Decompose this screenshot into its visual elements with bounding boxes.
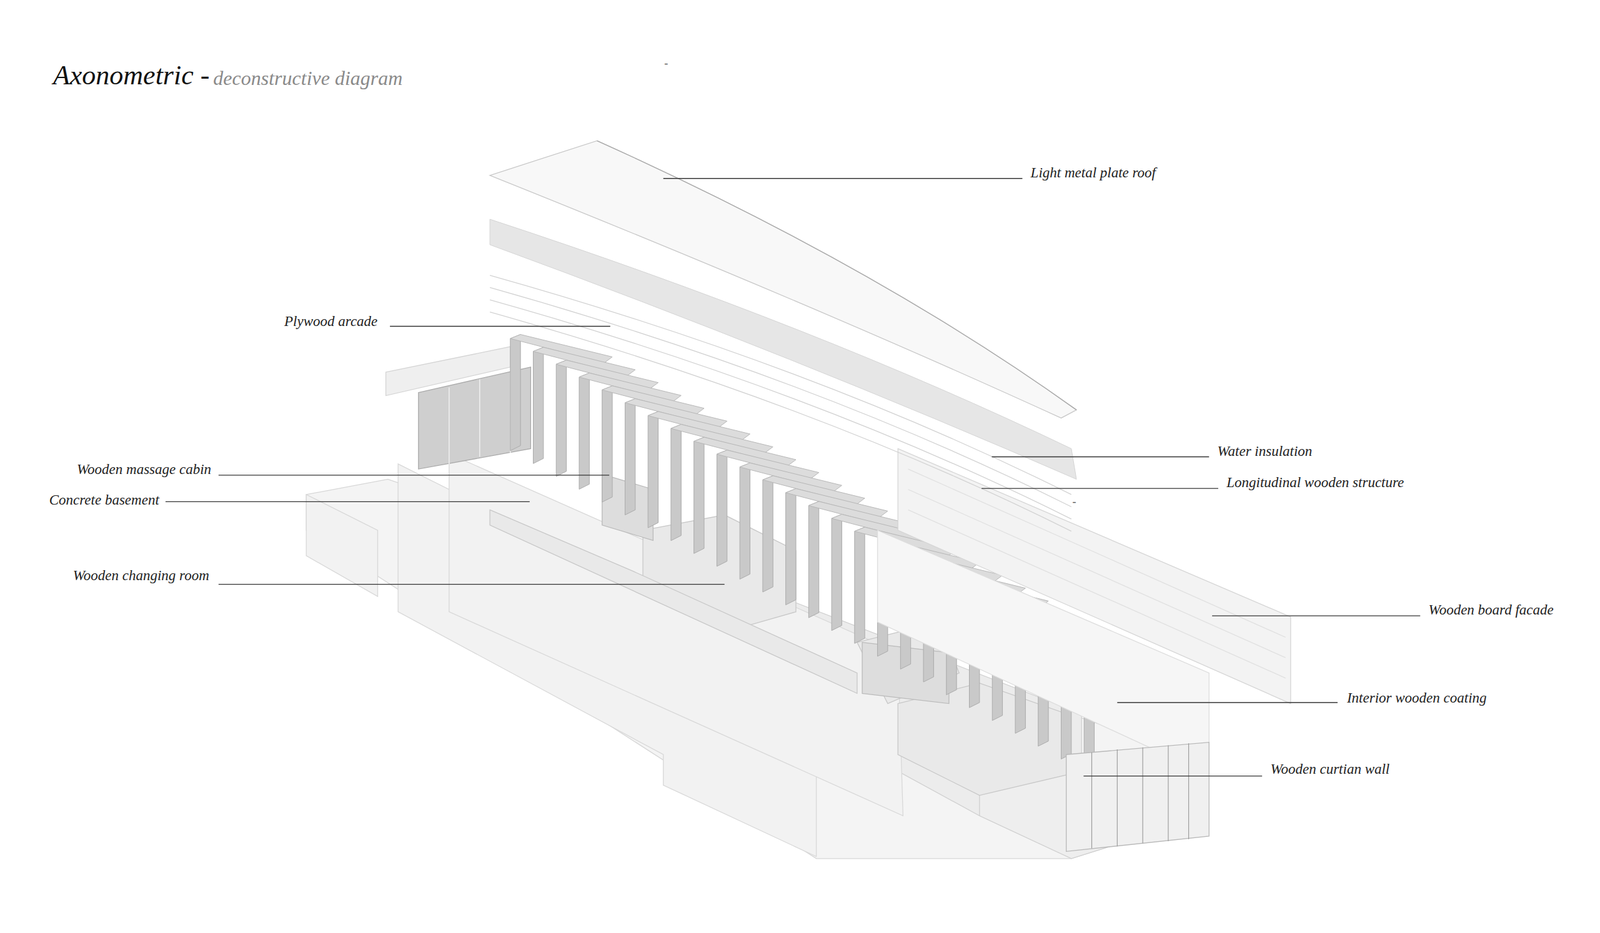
part-label: Wooden board facade [1428,602,1554,618]
leader-line [991,456,1209,458]
leader-line [981,487,1219,489]
part-label: Wooden changing room [73,567,210,584]
part-label: Plywood arcade [284,313,378,330]
arcade-frame [602,386,613,503]
part-label: - [1072,496,1077,509]
wooden-wall-left [386,346,532,470]
part-label: Water insulation [1217,443,1313,460]
leader-line [663,178,1023,179]
part-label: Concrete basement [49,492,160,508]
part-label: Longitudinal wooden structure [1226,474,1404,491]
arcade-frame [831,514,842,632]
diagram-title: Axonometric - [53,61,210,92]
arcade-frame [716,450,727,567]
leader-lines [165,178,1421,777]
part-label: - [664,57,668,70]
part-label: Wooden curtian wall [1270,761,1390,778]
right-facade [877,448,1291,775]
leader-line [389,326,611,327]
arcade-frame [854,527,865,644]
arcade-frame [624,398,635,515]
arcade-frame [694,437,705,554]
arcade-frame [510,334,521,452]
leader-line [1117,702,1338,703]
wooden-curtain-wall [1066,742,1210,853]
longitudinal-structure [489,275,1072,532]
arcade-frame [556,360,567,477]
part-label: Wooden massage cabin [76,461,212,478]
arcade-frame [762,476,773,593]
part-label: Interior wooden coating [1346,690,1487,706]
leader-line [218,584,725,585]
arcade-frame [647,411,658,528]
leader-line [1212,616,1421,617]
leader-line [218,474,610,476]
part-label: deconstructive diagram [213,67,403,90]
arcade-frame [808,501,819,618]
left-facade-panels [306,454,903,858]
arcade-frame [739,462,750,580]
arcade-frame [533,347,544,464]
leader-line [1083,775,1263,777]
light-metal-roof [489,140,1077,418]
arcade-frame [579,372,590,490]
arcade-frame [670,424,681,542]
arcade-frame [785,488,796,605]
leader-line [165,501,530,503]
part-label: Light metal plate roof [1030,164,1156,181]
